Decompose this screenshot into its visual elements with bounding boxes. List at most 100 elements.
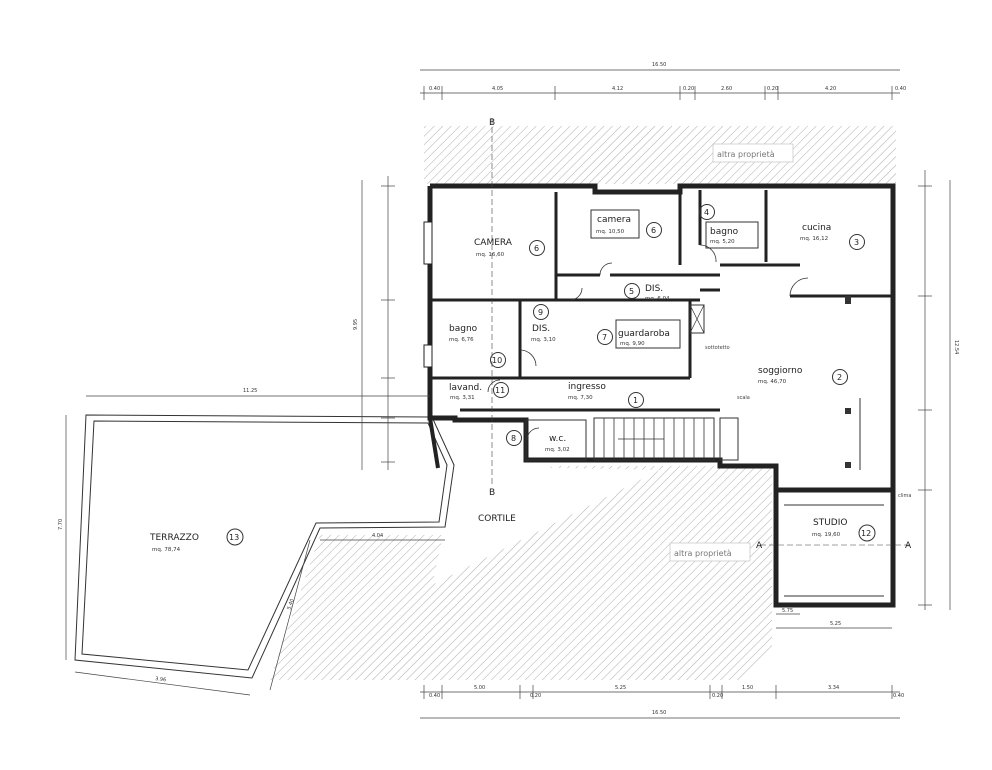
room-area: mq. 3,02 xyxy=(545,447,570,453)
room-area: mq. 16,60 xyxy=(476,252,505,258)
room-name: bagno xyxy=(710,227,739,237)
room-number: 11 xyxy=(495,386,505,395)
dimension-left: 9.95 xyxy=(353,176,395,470)
room-guardaroba: guardaroba mq. 9,90 7 xyxy=(597,319,681,349)
dim-bottom-seg: 0.20 xyxy=(530,693,541,699)
section-a-right-label: A xyxy=(905,541,912,551)
dim-top-seg: 0.40 xyxy=(429,86,440,92)
room-dis-top: DIS. mq. 6,04 5 xyxy=(624,283,670,302)
dim-top-seg: 0.40 xyxy=(895,86,906,92)
dim-top-total: 16.50 xyxy=(652,62,666,68)
wc-block xyxy=(525,419,587,461)
room-number: 12 xyxy=(861,529,871,538)
room-bagno-left: bagno mq. 6,76 10 xyxy=(449,324,506,368)
outer-wall-main xyxy=(427,183,896,493)
dim-top-seg: 0.20 xyxy=(767,86,778,92)
dim-right-total: 12.54 xyxy=(953,340,959,354)
pillar-2 xyxy=(845,462,851,468)
studio-walls xyxy=(773,487,896,608)
dim-left-total: 9.95 xyxy=(353,319,359,330)
room-bagno-top: bagno mq. 5,20 4 xyxy=(699,204,759,249)
room-number: 3 xyxy=(854,238,859,247)
room-area: mq. 6,04 xyxy=(645,296,670,302)
room-name: DIS. xyxy=(645,284,663,294)
room-number: 2 xyxy=(837,373,842,382)
room-area: mq. 9,90 xyxy=(620,341,645,347)
hatch-top-property xyxy=(424,126,896,184)
room-area: mq. 19,60 xyxy=(812,532,841,538)
dim-bottom-seg: 0.20 xyxy=(712,693,723,699)
dim-bottom-seg: 5.25 xyxy=(615,685,626,691)
room-dis-left: DIS. mq. 3,10 9 xyxy=(531,304,556,343)
section-b-bottom-label: B xyxy=(489,488,495,498)
room-soggiorno: soggiorno mq. 46,70 2 xyxy=(758,366,848,385)
dim-terrazzo-inner: 4.04 xyxy=(372,533,383,539)
dim-top-seg: 0.20 xyxy=(683,86,694,92)
dim-terrazzo-width: 11.25 xyxy=(243,388,257,394)
interior-partitions xyxy=(432,190,893,412)
dim-bottom-seg: 0.40 xyxy=(893,693,904,699)
room-area: mq. 3,31 xyxy=(450,395,475,401)
room-number: 8 xyxy=(511,434,516,443)
sottotetto-label: sottotetto xyxy=(705,345,730,351)
dim-bottom-seg: 3.34 xyxy=(828,685,839,691)
dimension-right: 12.54 xyxy=(918,170,959,610)
scala-label: scala xyxy=(737,395,750,401)
dim-studio-b: 5.75 xyxy=(782,608,793,614)
property-label-bottom: altra proprietà xyxy=(674,549,732,558)
room-number: 5 xyxy=(629,287,634,296)
room-number: 7 xyxy=(602,333,607,342)
left-wall-lower xyxy=(428,417,440,469)
room-name: cucina xyxy=(802,223,831,233)
section-b-top-label: B xyxy=(489,118,495,128)
room-name: DIS. xyxy=(532,324,550,334)
dim-bottom-total: 16.50 xyxy=(652,710,666,716)
property-label-top-box xyxy=(712,143,794,163)
window-left-2 xyxy=(423,344,433,368)
room-number: 6 xyxy=(534,244,539,253)
room-name: TERRAZZO xyxy=(149,533,199,543)
room-camera-main: CAMERA mq. 16,60 6 xyxy=(474,238,545,258)
dim-terrazzo-diag: 5.40 xyxy=(286,598,295,611)
clima-label: clima xyxy=(898,493,911,499)
dim-bottom-seg: 5.00 xyxy=(474,685,485,691)
room-number: 9 xyxy=(538,308,543,317)
dim-studio-width: 5.25 xyxy=(830,621,841,627)
room-camera-small: camera mq. 10,50 6 xyxy=(590,209,662,239)
pillar-1 xyxy=(845,408,851,414)
pillar-3 xyxy=(845,296,851,304)
property-label-bottom-box xyxy=(669,542,751,562)
room-name: w.c. xyxy=(549,434,566,444)
room-area: mq. 16,12 xyxy=(800,236,828,242)
room-name: camera xyxy=(597,215,631,225)
dim-top-seg: 2.60 xyxy=(721,86,732,92)
dim-terrazzo-height: 7.70 xyxy=(58,519,64,530)
stair-treads xyxy=(603,418,705,460)
room-ingresso: ingresso mq. 7,30 1 xyxy=(568,382,644,408)
room-area: mq. 5,20 xyxy=(710,239,735,245)
room-area: mq. 78,74 xyxy=(152,547,181,553)
room-area: mq. 10,50 xyxy=(596,229,625,235)
shaft-box xyxy=(689,304,705,334)
cortile-label: CORTILE xyxy=(478,514,516,524)
room-name: ingresso xyxy=(568,382,606,392)
room-cucina: cucina mq. 16,12 3 xyxy=(800,223,865,250)
room-name: soggiorno xyxy=(758,366,803,376)
dimension-top: 16.50 0.40 4.05 4.12 0.20 2.60 0.20 4.20… xyxy=(420,62,906,100)
room-name: CAMERA xyxy=(474,238,513,248)
dim-top-seg: 4.20 xyxy=(825,86,836,92)
dimension-terrazzo: 11.25 7.70 3.96 5.40 4.04 xyxy=(58,388,445,696)
property-label-top: altra proprietà xyxy=(717,150,775,159)
cortile-clear-area xyxy=(432,468,660,585)
room-name: lavand. xyxy=(449,383,482,393)
room-area: mq. 7,30 xyxy=(568,395,593,401)
room-lavand: lavand. mq. 3,31 11 xyxy=(449,382,509,401)
dimension-bottom: 0.40 5.00 0.20 5.25 0.20 1.50 3.34 0.40 … xyxy=(420,608,904,719)
door-swings xyxy=(487,244,809,441)
room-name: guardaroba xyxy=(618,329,670,339)
dim-bottom-seg: 0.40 xyxy=(429,693,440,699)
dim-terrazzo-bottom: 3.96 xyxy=(155,676,167,683)
room-area: mq. 46,70 xyxy=(758,379,787,385)
room-number: 10 xyxy=(492,356,502,365)
